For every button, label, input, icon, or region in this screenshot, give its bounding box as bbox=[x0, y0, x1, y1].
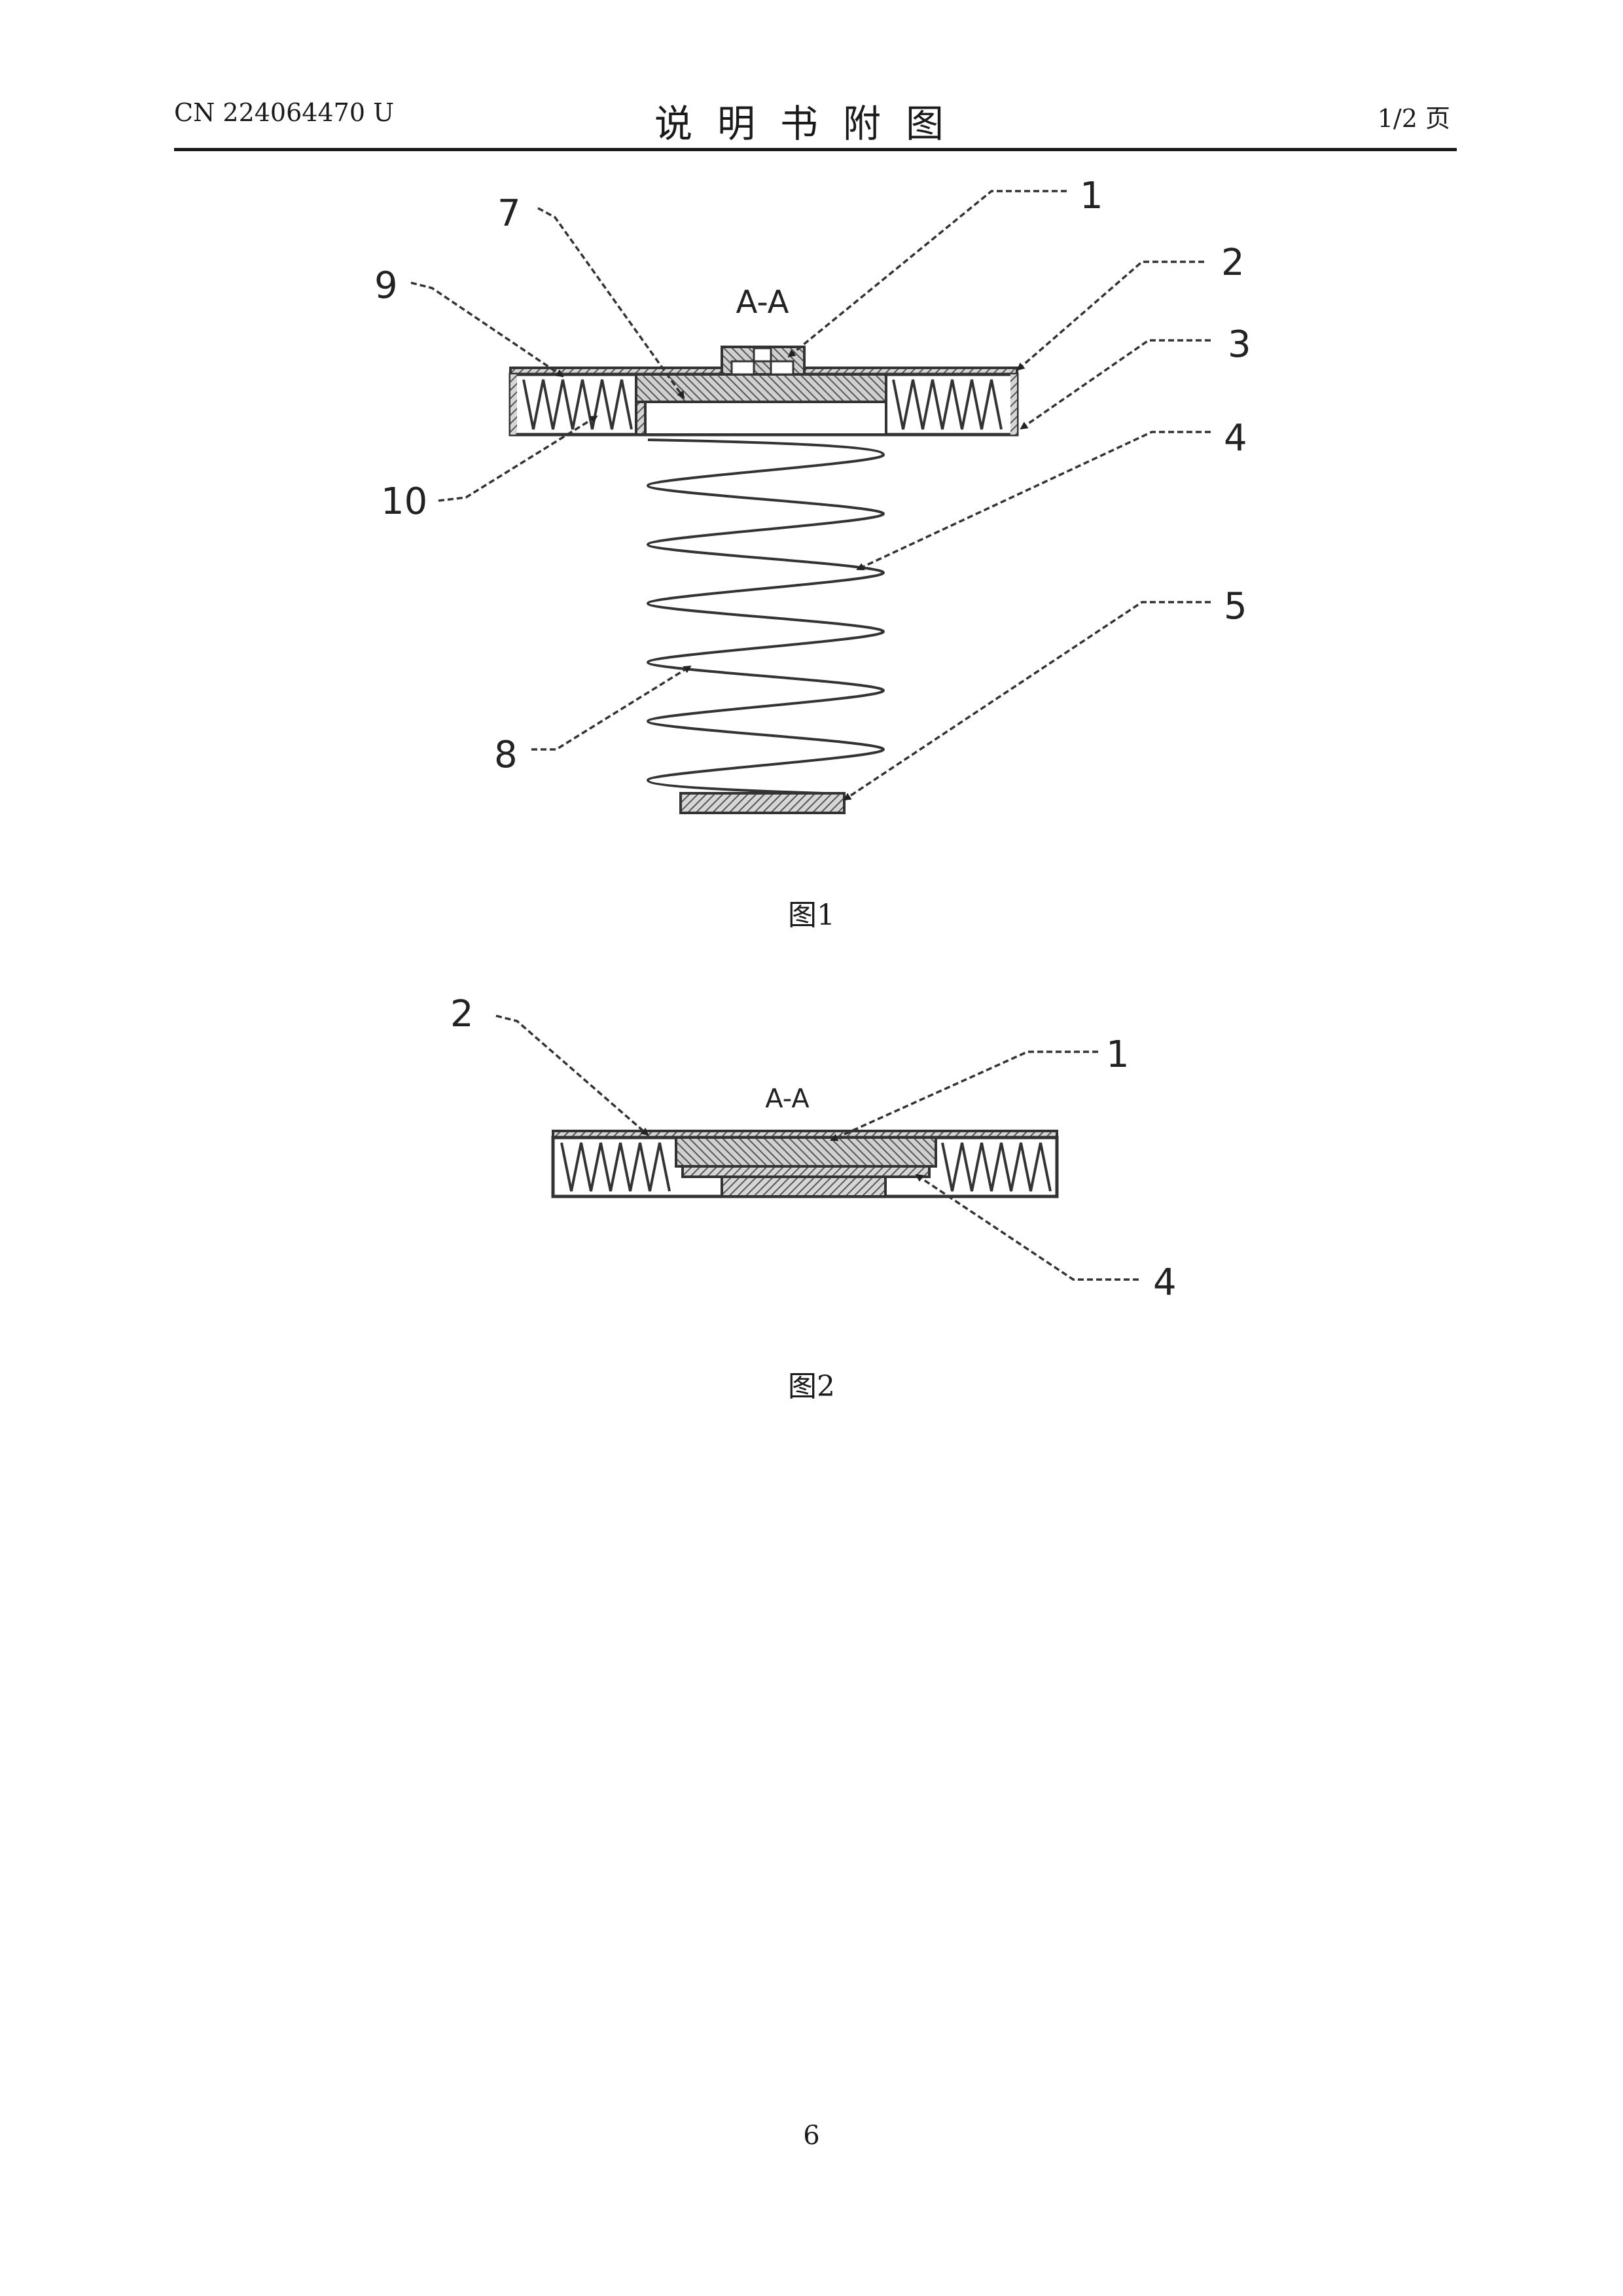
fig1-leader-2 bbox=[1018, 262, 1204, 370]
fig1-callout-1: 1 bbox=[1080, 175, 1103, 217]
fig1-left-wall bbox=[510, 374, 517, 435]
fig1-leader-1 bbox=[789, 191, 1067, 357]
fig1-button-window-right bbox=[771, 361, 793, 374]
fig1-right-coil bbox=[893, 380, 1001, 429]
fig1-right-wall bbox=[1010, 374, 1017, 435]
fig1-inner-cavity bbox=[636, 402, 886, 435]
fig2-leader-4 bbox=[916, 1175, 1139, 1280]
fig1-callout-3: 3 bbox=[1228, 323, 1251, 366]
figure-2: A-A 2 1 4 bbox=[450, 993, 1177, 1304]
fig1-leader-5 bbox=[844, 602, 1211, 800]
fig1-callout-10: 10 bbox=[381, 480, 427, 523]
fig2-right-coil bbox=[942, 1143, 1050, 1191]
fig2-leader-1 bbox=[831, 1052, 1098, 1140]
fig2-base-plate bbox=[722, 1177, 885, 1196]
fig1-inner-block bbox=[636, 374, 886, 402]
fig1-callout-9: 9 bbox=[374, 264, 398, 307]
fig1-leader-8 bbox=[531, 666, 690, 749]
fig1-leader-4 bbox=[857, 432, 1211, 569]
fig1-main-spring bbox=[648, 440, 883, 793]
fig1-cavity-left-edge bbox=[636, 402, 645, 435]
fig1-leader-9 bbox=[411, 283, 563, 376]
fig2-section-label: A-A bbox=[765, 1084, 810, 1114]
fig1-callout-8: 8 bbox=[494, 734, 518, 776]
fig2-leader-2 bbox=[496, 1016, 648, 1135]
fig1-callout-7: 7 bbox=[497, 192, 521, 235]
fig1-button-window-top bbox=[754, 348, 771, 361]
fig1-left-coil bbox=[524, 380, 632, 429]
fig1-base-plate bbox=[681, 793, 844, 813]
page-number: 6 bbox=[0, 2121, 1623, 2151]
fig2-callout-2: 2 bbox=[450, 993, 474, 1035]
fig2-left-coil bbox=[562, 1143, 669, 1191]
figure-1-caption: 图1 bbox=[0, 891, 1623, 933]
figure-1: A-A 1 2 bbox=[374, 175, 1251, 813]
fig2-spring-plate bbox=[683, 1166, 929, 1177]
fig1-section-label: A-A bbox=[736, 284, 789, 321]
fig1-callout-5: 5 bbox=[1224, 585, 1247, 628]
fig1-callout-2: 2 bbox=[1221, 242, 1245, 284]
fig2-callout-4: 4 bbox=[1153, 1261, 1177, 1304]
fig1-button-window-left bbox=[732, 361, 754, 374]
fig1-leader-3 bbox=[1021, 340, 1211, 429]
figure-2-caption: 图2 bbox=[0, 1363, 1623, 1405]
fig2-callout-1: 1 bbox=[1106, 1033, 1130, 1076]
fig1-callout-4: 4 bbox=[1224, 417, 1247, 459]
fig2-center-button bbox=[676, 1138, 936, 1166]
